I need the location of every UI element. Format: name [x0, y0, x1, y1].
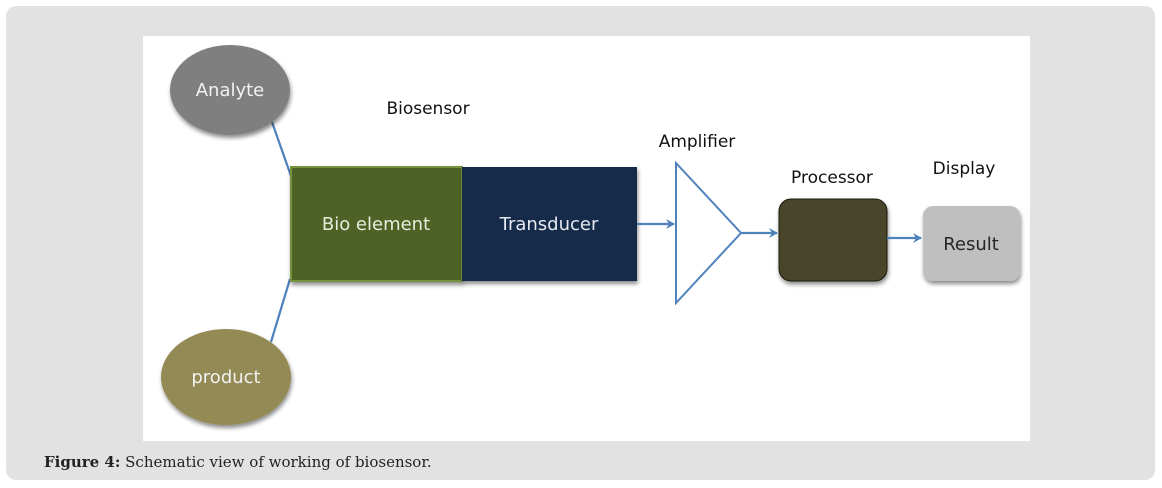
- caption-text: Schematic view of working of biosensor.: [120, 453, 432, 471]
- figure-frame: Analyte product Biosensor Bio element Tr…: [6, 6, 1155, 480]
- caption-label: Figure 4:: [44, 453, 121, 471]
- biosensor-schematic: Analyte product Biosensor Bio element Tr…: [143, 36, 1030, 441]
- bio-element-label: Bio element: [322, 214, 430, 235]
- result-label: Result: [943, 234, 999, 255]
- transducer-box: [462, 167, 637, 281]
- biosensor-group-label: Biosensor: [386, 99, 469, 119]
- processor-box: [778, 198, 888, 282]
- amplifier-label: Amplifier: [659, 132, 736, 152]
- result-box: [923, 206, 1020, 281]
- transducer-node: Transducer: [462, 167, 637, 281]
- bio-element-box: [290, 166, 463, 282]
- analyte-node: Analyte: [170, 45, 290, 135]
- bio-element-node: Bio element: [290, 166, 463, 282]
- figure-caption: Figure 4: Schematic view of working of b…: [44, 453, 432, 471]
- result-node: Result: [923, 206, 1020, 281]
- processor-label: Processor: [791, 168, 873, 188]
- schematic-canvas: Analyte product Biosensor Bio element Tr…: [161, 45, 1020, 425]
- product-label: product: [191, 367, 260, 388]
- transducer-label: Transducer: [499, 214, 599, 235]
- display-label: Display: [933, 159, 996, 179]
- amplifier-triangle: [675, 160, 743, 306]
- analyte-label: Analyte: [196, 80, 265, 101]
- analyte-connector: [270, 121, 293, 177]
- product-ellipse: [161, 329, 291, 425]
- product-connector: [269, 278, 292, 343]
- product-node: product: [161, 329, 291, 425]
- analyte-ellipse: [170, 45, 290, 135]
